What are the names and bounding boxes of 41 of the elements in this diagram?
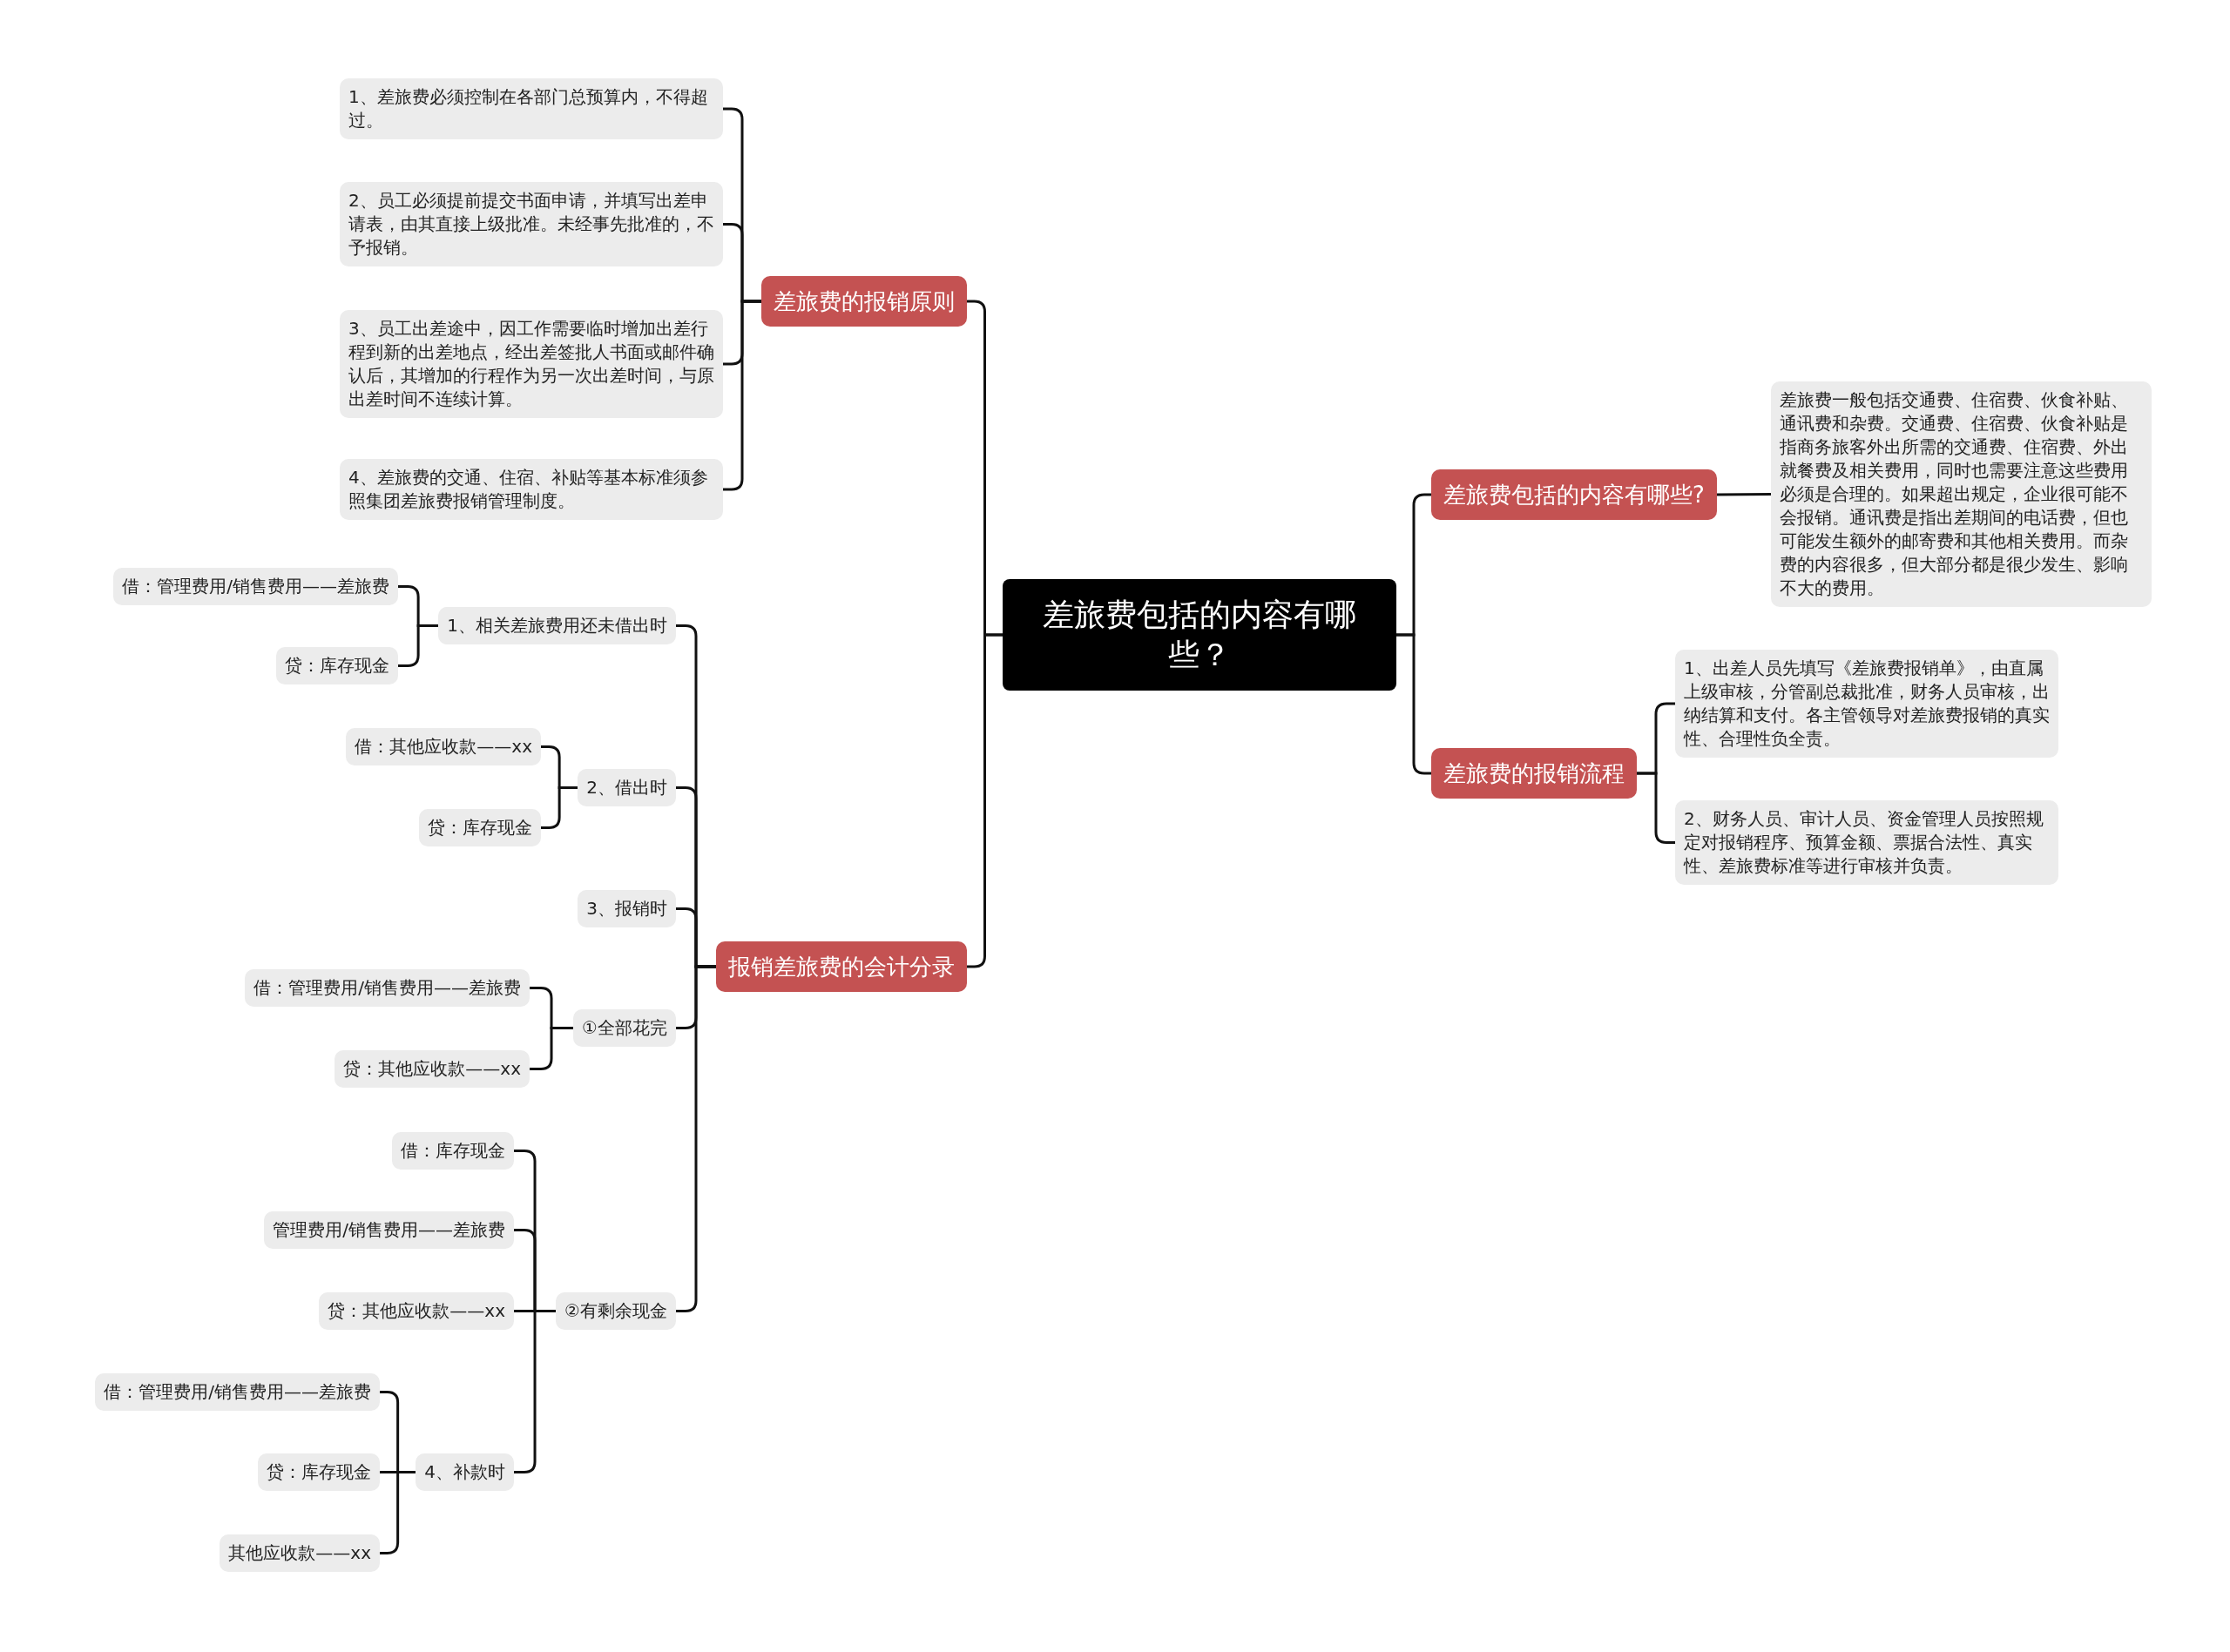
topic-box: 贷：库存现金	[419, 809, 541, 846]
connector-line	[967, 633, 1003, 968]
connector-line	[398, 624, 439, 667]
topic-box: 4、差旅费的交通、住宿、补贴等基本标准须参照集团差旅费报销管理制度。	[340, 459, 723, 520]
topic-box: 贷：库存现金	[258, 1453, 380, 1491]
branch-topic: 报销差旅费的会计分录	[716, 941, 967, 992]
connector-line	[723, 300, 761, 491]
topic-box: 3、报销时	[578, 890, 676, 927]
branch-topic: 差旅费的报销原则	[761, 276, 967, 327]
topic-box: 3、员工出差途中，因工作需要临时增加出差行程到新的出差地点，经出差签批人书面或邮件确认后，其增加的行程作为另一次出差时间，与原出差时间不连续计算。	[340, 310, 723, 418]
connector-line	[514, 1310, 557, 1473]
topic-box: ②有剩余现金	[556, 1292, 676, 1330]
topic-box: 1、出差人员先填写《差旅费报销单》，由直属上级审核，分管副总裁批准，财务人员审核，出纳结算和支付。各主管领导对差旅费报销的真实性、合理性负全责。	[1675, 650, 2058, 758]
connector-line	[380, 1471, 416, 1554]
central-topic: 差旅费包括的内容有哪些？	[1003, 579, 1396, 691]
topic-box: 借：管理费用/销售费用——差旅费	[95, 1373, 380, 1411]
topic-box: 借：库存现金	[392, 1132, 514, 1170]
connector-line	[676, 965, 716, 1312]
topic-box: ①全部花完	[573, 1009, 676, 1047]
connector-line	[1637, 772, 1675, 844]
topic-box: 其他应收款——xx	[220, 1534, 380, 1572]
connector-line	[530, 1027, 574, 1070]
topic-box: 2、借出时	[578, 769, 676, 806]
branch-topic: 差旅费包括的内容有哪些?	[1431, 469, 1717, 520]
topic-box: 贷：其他应收款——xx	[319, 1292, 514, 1330]
topic-box: 贷：其他应收款——xx	[334, 1050, 530, 1088]
connector-line	[1396, 633, 1431, 775]
topic-box: 贷：库存现金	[276, 647, 398, 684]
topic-box: 借：其他应收款——xx	[346, 728, 541, 765]
topic-box: 管理费用/销售费用——差旅费	[264, 1211, 514, 1249]
topic-box: 2、员工必须提前提交书面申请，并填写出差申请表，由其直接上级批准。未经事先批准的，不予报销。	[340, 182, 723, 266]
topic-box: 借：管理费用/销售费用——差旅费	[113, 568, 398, 605]
topic-box: 1、差旅费必须控制在各部门总预算内，不得超过。	[340, 78, 723, 139]
topic-box: 2、财务人员、审计人员、资金管理人员按照规定对报销程序、预算金额、票据合法性、真实性、差旅费标准等进行审核并负责。	[1675, 800, 2058, 885]
topic-box: 差旅费一般包括交通费、住宿费、伙食补贴、通讯费和杂费。交通费、住宿费、伙食补贴是指商务旅客外出所需的交通费、住宿费、外出就餐费及相关费用，同时也需要注意这些费用必须是合理的。如果超出规定，企业很可能不会报销。通讯费是指出差期间的电话费，但也可能发生额外的邮寄费和其他相关费用。而杂费的内容很多，但大部分都是很少发生、影响不大的费用。	[1771, 381, 2152, 607]
connector-line	[1716, 493, 1771, 496]
connector-line	[541, 786, 578, 829]
topic-box: 借：管理费用/销售费用——差旅费	[245, 969, 530, 1007]
topic-box: 4、补款时	[416, 1453, 514, 1491]
topic-box: 1、相关差旅费用还未借出时	[438, 607, 676, 644]
branch-topic: 差旅费的报销流程	[1431, 748, 1637, 799]
